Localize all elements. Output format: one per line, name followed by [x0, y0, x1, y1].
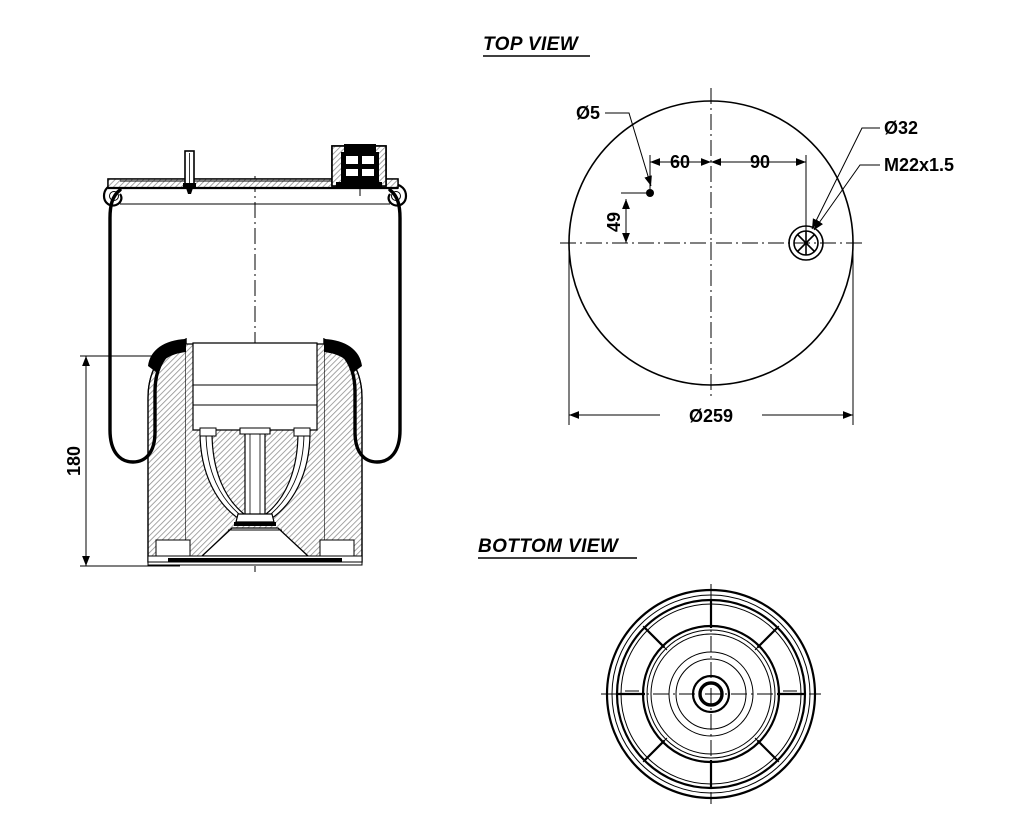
label-90: 90: [750, 152, 770, 172]
bead-plate-stud: [183, 150, 196, 194]
top-view: TOP VIEW Ø5 60 90 49: [483, 34, 954, 426]
dimension-259: Ø259: [568, 250, 854, 426]
piston-inner-void: [193, 343, 317, 430]
leader-dia5: Ø5: [576, 103, 652, 187]
label-49: 49: [604, 212, 624, 232]
piston-base-plate: [147, 539, 363, 566]
dimension-60-90: 60 90: [649, 152, 807, 243]
leader-m22: M22x1.5: [813, 155, 954, 231]
dimension-180-label: 180: [64, 446, 84, 476]
label-60: 60: [670, 152, 690, 172]
label-dia32: Ø32: [884, 118, 918, 138]
piston-core: [199, 427, 311, 526]
leader-dia32: Ø32: [811, 118, 918, 230]
top-view-title: TOP VIEW: [483, 34, 580, 55]
bellows-rolling-lobe: [102, 182, 408, 464]
bottom-view-title: BOTTOM VIEW: [478, 536, 620, 557]
dimension-49: 49: [604, 192, 650, 243]
bottom-view: BOTTOM VIEW: [478, 536, 821, 804]
dimension-180: 180: [64, 355, 180, 567]
air-port-fitting: [331, 144, 387, 196]
air-port-top-view: [788, 225, 824, 261]
label-m22: M22x1.5: [884, 155, 954, 175]
label-dia259: Ø259: [689, 406, 733, 426]
port-outer-circle: [788, 225, 824, 261]
label-dia5: Ø5: [576, 103, 600, 123]
piston-base-ribbed-pattern: [601, 584, 821, 804]
section-view: 180: [64, 144, 408, 572]
